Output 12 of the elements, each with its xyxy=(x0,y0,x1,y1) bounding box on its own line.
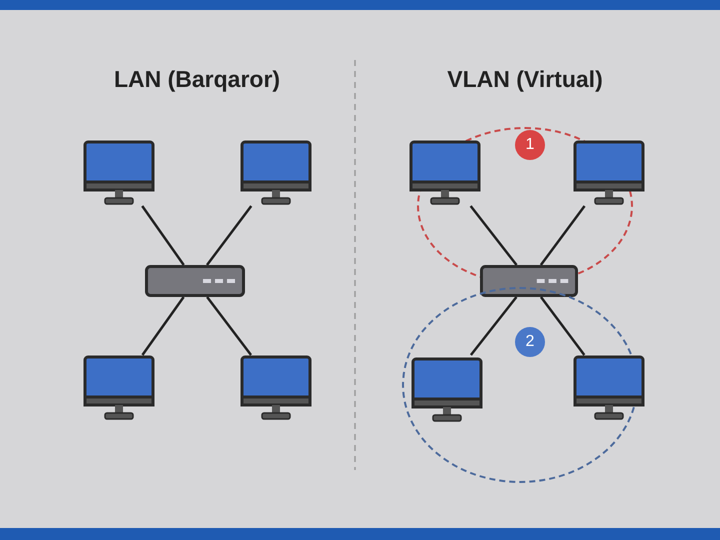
connector-line xyxy=(141,296,185,356)
number-badge: 2 xyxy=(515,327,545,357)
connector-line xyxy=(470,205,518,266)
connector-line xyxy=(470,296,518,356)
connector-line xyxy=(540,205,586,266)
connector-line xyxy=(206,296,252,356)
number-badge: 1 xyxy=(515,130,545,160)
connector-line xyxy=(540,296,586,356)
connector-line xyxy=(141,205,185,266)
connector-line xyxy=(206,205,252,266)
section-title: VLAN (Virtual) xyxy=(447,65,603,94)
section-title: LAN (Barqaror) xyxy=(114,65,280,94)
